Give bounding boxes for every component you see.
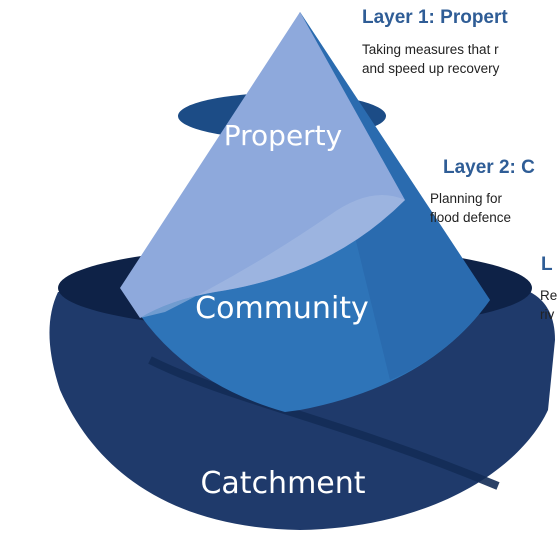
layer-2-description-line-1: Planning for bbox=[430, 191, 503, 206]
property-translucent-edge bbox=[140, 12, 405, 318]
layer-2-description-line-2: flood defence bbox=[430, 210, 512, 225]
cone-label-catchment: Catchment bbox=[200, 466, 365, 501]
layer-1-description: Taking measures that r and speed up reco… bbox=[362, 40, 499, 78]
layer-2-description: Planning for flood defence bbox=[430, 189, 511, 227]
layer-3-description-line-1: Re bbox=[540, 288, 558, 303]
layer-2-title: Layer 2: C bbox=[443, 157, 535, 178]
layer-1-description-line-1: Taking measures that r bbox=[362, 42, 499, 57]
layer-1-description-line-2: and speed up recovery bbox=[362, 61, 500, 76]
catchment-shadow-curve bbox=[148, 356, 500, 490]
layer-3-description-line-2: riv bbox=[540, 307, 555, 322]
layer-1-title: Layer 1: Propert bbox=[362, 7, 508, 28]
cone-label-community: Community bbox=[195, 291, 369, 326]
layer-3-title: L bbox=[541, 254, 553, 275]
layer-3-description: Re riv bbox=[540, 286, 557, 324]
property-layer bbox=[120, 12, 405, 318]
cone-label-property: Property bbox=[224, 119, 342, 152]
